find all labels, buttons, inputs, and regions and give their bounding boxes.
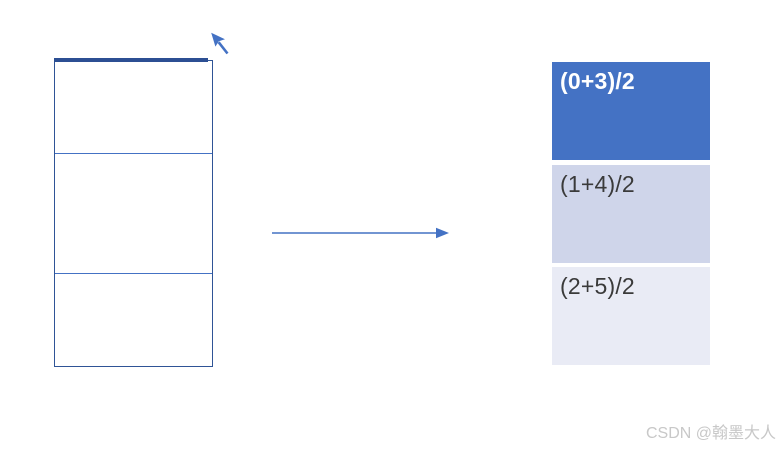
source-table-cell[interactable]: [55, 274, 212, 366]
result-table-cell[interactable]: (0+3)/2: [552, 62, 710, 160]
result-table-cell[interactable]: (2+5)/2: [552, 267, 710, 365]
source-table-cell[interactable]: [55, 154, 212, 274]
source-table[interactable]: [53, 58, 213, 367]
arrow-right-icon[interactable]: [271, 226, 451, 240]
result-table-cell[interactable]: (1+4)/2: [552, 165, 710, 263]
result-cell-label: (0+3)/2: [560, 68, 635, 94]
result-cell-label: (2+5)/2: [560, 273, 635, 299]
table-top-border-highlight: [53, 58, 208, 63]
csdn-watermark: CSDN @翰墨大人: [645, 425, 776, 442]
result-cell-label: (1+4)/2: [560, 171, 635, 197]
source-table-cell[interactable]: [55, 61, 212, 154]
mouse-pointer-icon: [211, 32, 229, 55]
